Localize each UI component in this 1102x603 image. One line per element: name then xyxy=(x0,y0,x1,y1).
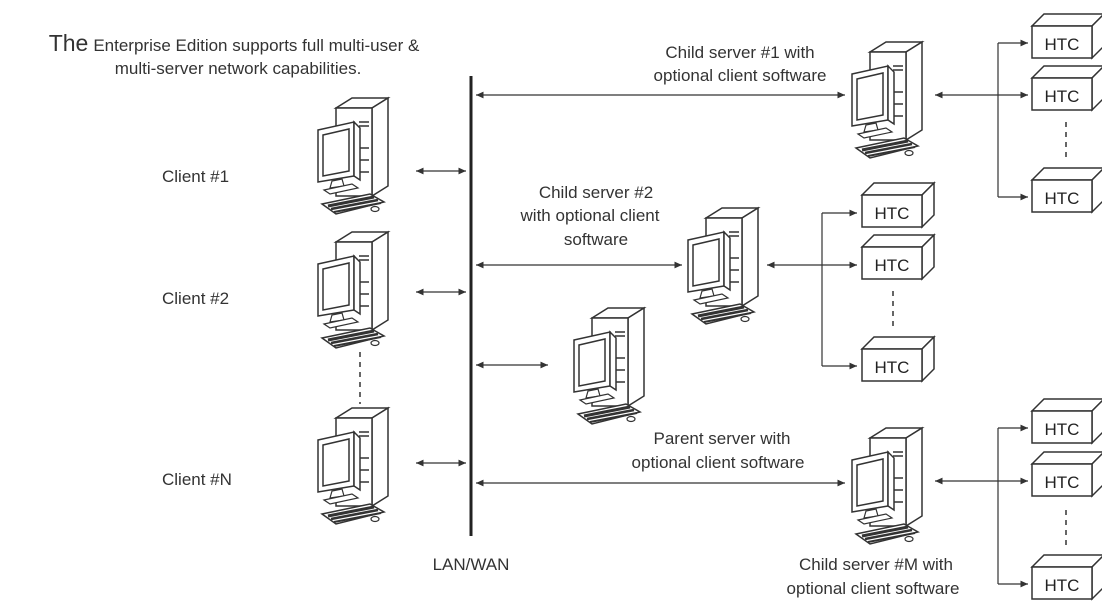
child-server-m-label-line-1: Child server #M with xyxy=(799,555,953,574)
child-server-2-htc-2-label: HTC xyxy=(875,256,910,275)
caption-line-2: multi-server network capabilities. xyxy=(115,59,362,78)
caption-line-1-rest: Enterprise Edition supports full multi-u… xyxy=(93,36,420,55)
child-server-2-label-line-3: software xyxy=(564,230,628,249)
child-server-1-label-line-2: optional client software xyxy=(654,66,827,85)
client-n-label: Client #N xyxy=(162,470,232,489)
middle-computer-icon xyxy=(572,306,646,426)
caption-lead: The xyxy=(49,30,89,56)
child-server-2-computer-icon xyxy=(686,206,760,326)
child-server-2-htc-1-label: HTC xyxy=(875,204,910,223)
child-server-2-label-line-1: Child server #2 xyxy=(539,183,653,202)
child-server-2-htc-3-label: HTC xyxy=(875,358,910,377)
child-server-1-htc-1-label: HTC xyxy=(1045,35,1080,54)
parent-server-computer-icon xyxy=(850,426,924,546)
parent-server-htc-3-label: HTC xyxy=(1045,576,1080,595)
parent-server-htc-2-label: HTC xyxy=(1045,473,1080,492)
parent-server-htc-1-label: HTC xyxy=(1045,420,1080,439)
parent-server-label-line-1: Parent server with xyxy=(654,429,791,448)
child-server-m-label-line-2: optional client software xyxy=(787,579,960,598)
child-server-1-label-line-1: Child server #1 with xyxy=(665,43,814,62)
client-2-label: Client #2 xyxy=(162,289,229,308)
lan-wan-label: LAN/WAN xyxy=(433,555,510,574)
client-2-computer-icon xyxy=(316,230,390,350)
parent-server-label-line-2: optional client software xyxy=(632,453,805,472)
client-1-computer-icon xyxy=(316,96,390,216)
child-server-1-computer-icon xyxy=(850,40,924,160)
child-server-2-label-line-2: with optional client xyxy=(520,206,660,225)
client-n-computer-icon xyxy=(316,406,390,526)
child-server-1-htc-3-label: HTC xyxy=(1045,189,1080,208)
child-server-1-htc-2-label: HTC xyxy=(1045,87,1080,106)
client-1-label: Client #1 xyxy=(162,167,229,186)
